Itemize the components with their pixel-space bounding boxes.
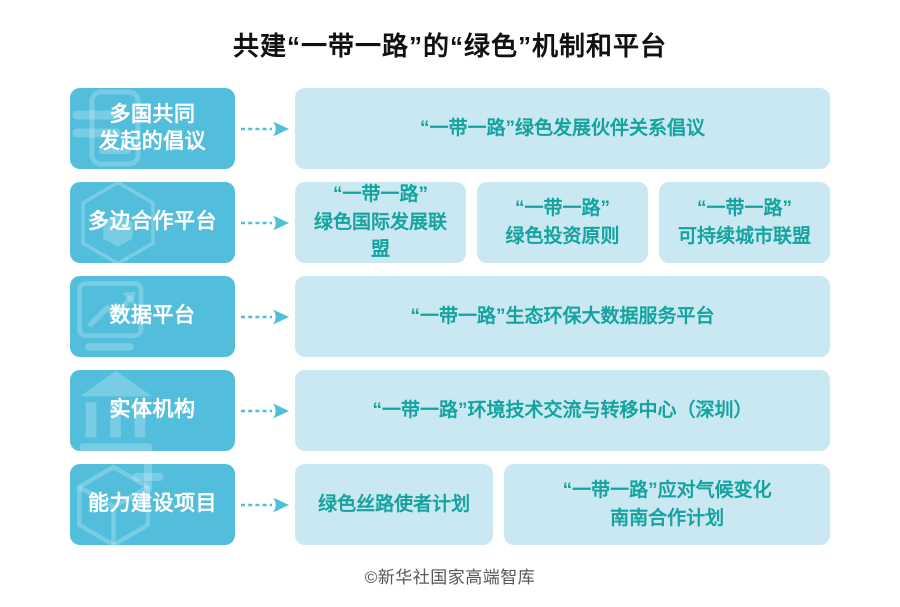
- item-box: “一带一路”生态环保大数据服务平台: [295, 276, 830, 357]
- category-box: 能力建设项目: [70, 464, 235, 545]
- item-box: “一带一路” 绿色国际发展联盟: [295, 182, 466, 263]
- diagram-row: 数据平台 “一带一路”生态环保大数据服务平台: [70, 276, 830, 357]
- item-group: “一带一路” 绿色国际发展联盟 “一带一路” 绿色投资原则 “一带一路” 可持续城市…: [295, 182, 830, 263]
- item-group: 绿色丝路使者计划 “一带一路”应对气候变化 南南合作计划: [295, 464, 830, 545]
- item-box: 绿色丝路使者计划: [295, 464, 494, 545]
- dashed-arrow-icon: [235, 370, 295, 451]
- category-label: 多国共同 发起的倡议: [98, 103, 207, 153]
- item-group: “一带一路”环境技术交流与转移中心（深圳）: [295, 370, 830, 451]
- diagram-row: 实体机构 “一带一路”环境技术交流与转移中心（深圳）: [70, 370, 830, 451]
- item-label: “一带一路”绿色发展伙伴关系倡议: [419, 117, 705, 139]
- item-label: “一带一路” 可持续城市联盟: [677, 197, 811, 247]
- diagram-rows: 多国共同 发起的倡议 “一带一路”绿色发展伙伴关系倡议多边合作平台 “一带一路” 绿…: [70, 88, 830, 545]
- item-group: “一带一路”绿色发展伙伴关系倡议: [295, 88, 830, 169]
- item-box: “一带一路” 可持续城市联盟: [659, 182, 830, 263]
- diagram-row: 多国共同 发起的倡议 “一带一路”绿色发展伙伴关系倡议: [70, 88, 830, 169]
- dashed-arrow-icon: [235, 182, 295, 263]
- item-box: “一带一路”环境技术交流与转移中心（深圳）: [295, 370, 830, 451]
- item-label: 绿色丝路使者计划: [318, 493, 471, 515]
- item-box: “一带一路”应对气候变化 南南合作计划: [504, 464, 830, 545]
- dashed-arrow-icon: [235, 464, 295, 545]
- item-label: “一带一路”环境技术交流与转移中心（深圳）: [372, 399, 753, 421]
- dashed-arrow-icon: [235, 276, 295, 357]
- item-box: “一带一路” 绿色投资原则: [477, 182, 648, 263]
- diagram-row: 能力建设项目 绿色丝路使者计划 “一带一路”应对气候变化 南南合作计划: [70, 464, 830, 545]
- category-label: 数据平台: [109, 304, 196, 328]
- item-label: “一带一路”应对气候变化 南南合作计划: [562, 479, 772, 529]
- category-box: 实体机构: [70, 370, 235, 451]
- item-box: “一带一路”绿色发展伙伴关系倡议: [295, 88, 830, 169]
- item-label: “一带一路”生态环保大数据服务平台: [410, 305, 715, 327]
- item-label: “一带一路” 绿色国际发展联盟: [313, 184, 447, 261]
- page-title: 共建“一带一路”的“绿色”机制和平台: [232, 31, 667, 61]
- item-label: “一带一路” 绿色投资原则: [505, 197, 620, 247]
- item-group: “一带一路”生态环保大数据服务平台: [295, 276, 830, 357]
- category-box: 多边合作平台: [70, 182, 235, 263]
- category-box: 数据平台: [70, 276, 235, 357]
- category-label: 实体机构: [109, 398, 196, 422]
- credit-line: ©新华社国家高端智库: [364, 568, 536, 587]
- category-label: 能力建设项目: [88, 492, 217, 516]
- dashed-arrow-icon: [235, 88, 295, 169]
- category-box: 多国共同 发起的倡议: [70, 88, 235, 169]
- diagram-row: 多边合作平台“一带一路” 绿色国际发展联盟“一带一路” 绿色投资原则“一带一路”…: [70, 182, 830, 263]
- category-label: 多边合作平台: [88, 210, 217, 234]
